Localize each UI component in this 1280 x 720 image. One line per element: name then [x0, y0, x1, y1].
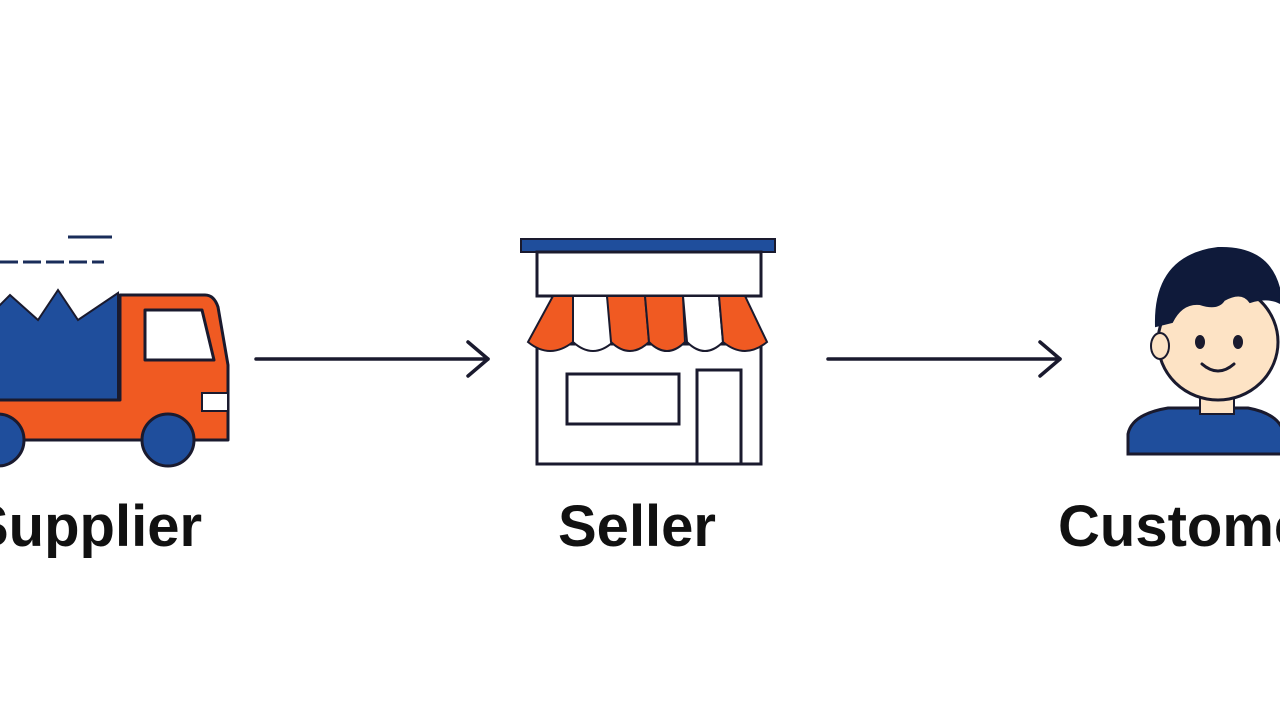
shop-icon — [520, 238, 776, 466]
arrow-supplier-to-seller — [254, 340, 490, 378]
supplier-label: Supplier — [0, 494, 203, 559]
arrow-seller-to-customer — [826, 340, 1062, 378]
customer-label: Customer — [1058, 494, 1280, 559]
seller-label: Seller — [558, 494, 716, 559]
person-icon — [1126, 246, 1280, 456]
truck-icon — [0, 235, 230, 468]
